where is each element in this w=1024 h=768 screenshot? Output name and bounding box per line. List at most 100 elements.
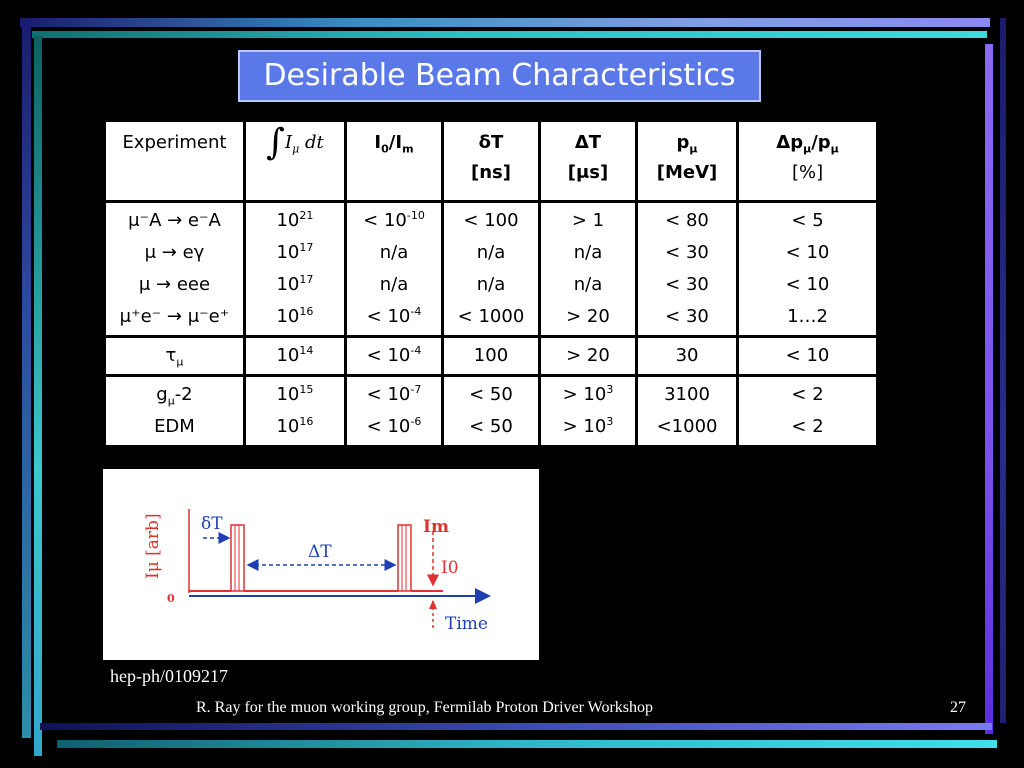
cell-value: n/a (573, 274, 603, 295)
cell-value: 3100 (664, 384, 710, 405)
frame-bar-top (20, 18, 990, 27)
table-row: τμ 1014 < 10-4 100 > 20 30 < 10 (106, 338, 876, 374)
cell-value: μ⁺e⁻ → μ⁻e⁺ (119, 306, 230, 327)
pulse-width-cell: < 50 < 50 (443, 377, 538, 445)
header-row: Experiment ∫Iμ dt I0/Im δT[ns] ΔT[μs] pμ… (106, 122, 876, 200)
cell-value: μ → eγ (144, 242, 205, 263)
cell-value: < 30 (665, 242, 709, 263)
pulse-diagram-svg: Iμ [arb] 0 δT ΔT Im I0 Time (143, 509, 491, 634)
pulse-spacing-cell: > 103 > 103 (540, 377, 635, 445)
header-momentum-spread: Δpμ/pμ[%] (739, 122, 876, 200)
pulse-1 (230, 524, 245, 592)
cell-value: < 10-4 (366, 305, 422, 327)
beam-pulse-diagram: Iμ [arb] 0 δT ΔT Im I0 Time (103, 469, 539, 660)
cell-value: > 103 (562, 415, 614, 437)
header-pulse-spacing: ΔT[μs] (540, 122, 635, 200)
momentum-spread-cell: < 2< 2 (739, 377, 876, 445)
intensity-ratio-cell: < 10-7 < 10-6 (346, 377, 441, 445)
cell-value: > 103 (562, 383, 614, 405)
frame-bar-top-inner (32, 31, 987, 38)
frame-bar-bottom-inner (40, 723, 992, 730)
cell-value: < 10-6 (366, 415, 422, 437)
cell-value: n/a (379, 274, 409, 295)
pulse-spacing-label: ΔT (308, 542, 332, 562)
cell-value: < 10 (785, 345, 830, 366)
cell-value: < 5 (791, 210, 824, 231)
cell-value: < 10-7 (366, 383, 422, 405)
frame-bar-right (985, 44, 993, 734)
cell-value: 1015 (276, 383, 314, 405)
cell-value: 30 (675, 345, 699, 366)
intensity-ratio-cell: < 10-4 (346, 338, 441, 374)
cell-value: < 10 (785, 274, 830, 295)
cell-value: > 20 (566, 306, 610, 327)
experiment-cell: μ⁻A → e⁻A μ → eγ μ → eee μ⁺e⁻ → μ⁻e⁺ (106, 203, 243, 335)
cell-value: < 50 (469, 384, 513, 405)
momentum-cell: 3100 <1000 (637, 377, 737, 445)
header-experiment: Experiment (106, 122, 243, 200)
cell-value: gμ-2 (156, 384, 193, 408)
cell-value: > 20 (566, 345, 610, 366)
cell-value: > 1 (571, 210, 605, 231)
y-axis-label: Iμ [arb] (143, 513, 163, 579)
cell-value: EDM (154, 416, 195, 437)
integral-cell: 1014 (245, 338, 344, 374)
header-momentum: pμ[MeV] (637, 122, 737, 200)
cell-value: < 30 (665, 274, 709, 295)
momentum-cell: 30 (637, 338, 737, 374)
integral-cell: 1021 1017 1017 1016 (245, 203, 344, 335)
cell-value: 1017 (276, 273, 314, 295)
header-intensity-ratio: I0/Im (346, 122, 441, 200)
momentum-spread-cell: < 5 < 10 < 10 1…2 (739, 203, 876, 335)
momentum-spread-cell: < 10 (739, 338, 876, 374)
cell-value: 100 (473, 345, 509, 366)
cell-value: τμ (165, 345, 184, 369)
cell-value: < 100 (463, 210, 519, 231)
cell-value: 1021 (276, 209, 314, 231)
cell-value: 1…2 (787, 306, 828, 327)
cell-value: n/a (379, 242, 409, 263)
cell-value: < 2 (791, 416, 824, 437)
frame-bar-left-inner (34, 36, 42, 756)
cell-value: n/a (476, 242, 506, 263)
baseline-intensity-label: I0 (441, 558, 459, 578)
cell-value: < 1000 (457, 306, 525, 327)
cell-value: μ → eee (138, 274, 211, 295)
footer-credit: R. Ray for the muon working group, Fermi… (196, 699, 654, 716)
frame-bar-left (22, 18, 31, 738)
cell-value: < 30 (665, 306, 709, 327)
page-number: 27 (950, 699, 966, 716)
cell-value: < 80 (665, 210, 709, 231)
slide-title: Desirable Beam Characteristics (238, 50, 761, 102)
experiment-cell: τμ (106, 338, 243, 374)
header-integral: ∫Iμ dt (245, 122, 344, 200)
frame-bar-bottom (57, 740, 997, 748)
table-row: μ⁻A → e⁻A μ → eγ μ → eee μ⁺e⁻ → μ⁻e⁺ 1021 101… (106, 203, 876, 335)
cell-value: 1016 (276, 415, 314, 437)
pulse-width-cell: 100 (443, 338, 538, 374)
cell-value: < 10-10 (363, 209, 425, 231)
frame-bar-right-outer (1000, 18, 1006, 723)
time-label: Time (445, 614, 488, 634)
header-pulse-width: δT[ns] (443, 122, 538, 200)
cell-value: μ⁻A → e⁻A (128, 210, 221, 231)
cell-value: 1016 (276, 305, 314, 327)
momentum-cell: < 80 < 30 < 30 < 30 (637, 203, 737, 335)
integral-cell: 1015 1016 (245, 377, 344, 445)
cell-value: < 10 (785, 242, 830, 263)
beam-characteristics-table: Experiment ∫Iμ dt I0/Im δT[ns] ΔT[μs] pμ… (103, 119, 879, 448)
cell-value: 1014 (276, 344, 314, 366)
intensity-ratio-cell: < 10-10 n/a n/a < 10-4 (346, 203, 441, 335)
reference-label: hep-ph/0109217 (110, 666, 228, 686)
cell-value: 1017 (276, 241, 314, 263)
origin-label: 0 (167, 592, 175, 605)
pulse-2 (397, 524, 412, 592)
cell-value: < 10-4 (366, 344, 422, 366)
cell-value: < 50 (469, 416, 513, 437)
pulse-spacing-cell: > 20 (540, 338, 635, 374)
cell-value: <1000 (656, 416, 718, 437)
